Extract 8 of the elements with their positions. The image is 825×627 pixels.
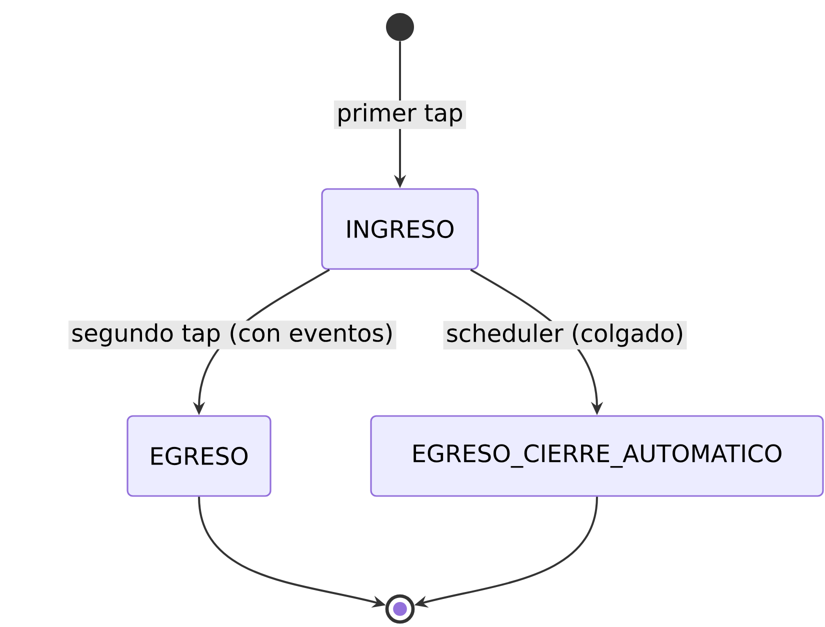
end-state xyxy=(385,594,415,624)
edge-label: segundo tap (con eventos) xyxy=(68,320,396,350)
state-box: EGRESO xyxy=(126,415,272,497)
edge-label: primer tap xyxy=(334,100,466,129)
state-box: INGRESO xyxy=(321,188,479,270)
start-state xyxy=(386,13,414,41)
edge-label: scheduler (colgado) xyxy=(443,320,687,350)
state-box: EGRESO_CIERRE_AUTOMATICO xyxy=(370,415,824,497)
